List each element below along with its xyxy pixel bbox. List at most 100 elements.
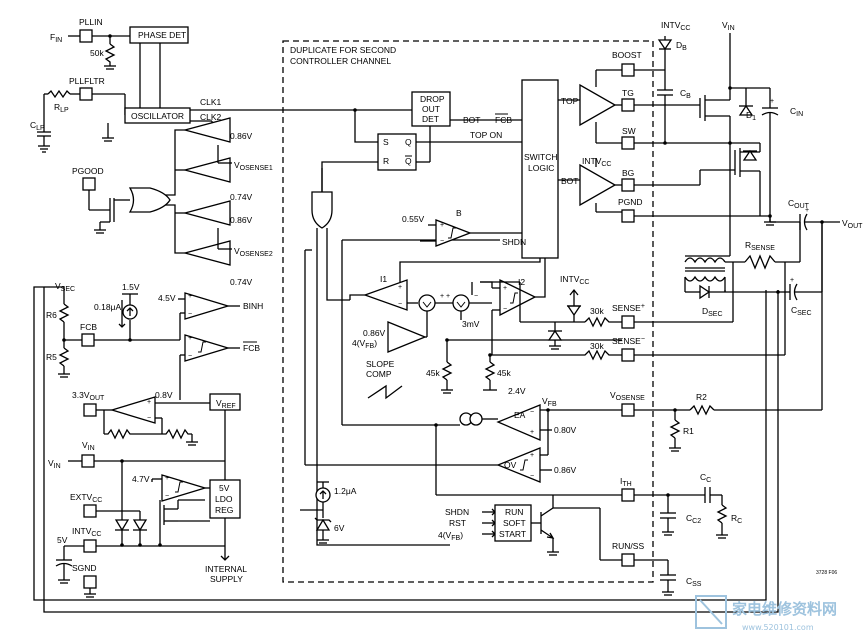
dropout-3: DET [422, 114, 439, 124]
svg-text:−: − [440, 238, 444, 245]
tg-label: TG [622, 88, 634, 98]
intvcc-top-label: INTVCC [661, 20, 691, 32]
v33out-label: 3.3VOUT [72, 390, 105, 402]
bg-label: BG [622, 168, 634, 178]
r50k-label: 50k [90, 48, 104, 58]
3mv-label: 3mV [462, 319, 480, 329]
vsec-label: VSEC [55, 281, 75, 293]
i018-label: 0.18μA [94, 302, 121, 312]
r45k-a-label: 45k [426, 368, 440, 378]
svg-text:−: − [188, 311, 192, 318]
sense-m-label: SENSE− [612, 336, 645, 346]
cmp-086-b [182, 200, 231, 226]
extvcc-pin [83, 504, 97, 518]
cc-label: CC [700, 472, 711, 484]
clk1-label: CLK1 [200, 97, 222, 107]
clp-label: CLP [30, 120, 45, 132]
pgood-pin [82, 177, 96, 191]
svg-text:−: − [503, 306, 507, 313]
right-pins: BOOST TG SW BG PGND SENSE+ SENSE− VOSENS… [610, 50, 645, 567]
fin-label: FIN [50, 32, 62, 44]
duplicate-label-line2: CONTROLLER CHANNEL [290, 56, 391, 66]
d1-diode [738, 104, 754, 116]
v24-label: 2.4V [508, 386, 526, 396]
svg-text:−: − [165, 493, 169, 500]
v6-label: 6V [334, 523, 345, 533]
extvcc-label: EXTVCC [70, 492, 102, 504]
rsense-label: RSENSE [745, 240, 775, 252]
vsec-feedback-wire [43, 287, 779, 613]
svg-text:+: + [805, 207, 809, 214]
sum-node-2 [452, 294, 470, 312]
r45k-b [484, 361, 496, 381]
v086b-label: 0.86V [230, 215, 253, 225]
sgnd-label: SGND [72, 563, 97, 573]
vref-ldo-section: 3.3VOUT + − VREF VIN VIN + − 4.7V [43, 286, 779, 613]
r50k-resistor [104, 43, 116, 66]
svg-text:+: + [446, 293, 450, 300]
svg-text:+: + [398, 284, 402, 291]
run-ss-label: RUN/SS [612, 541, 644, 551]
v15-label: 1.5V [122, 282, 140, 292]
binh-comparator [184, 292, 231, 320]
internal-supply-2: SUPPLY [210, 574, 243, 584]
svg-text:+: + [790, 277, 794, 284]
shdn-label: SHDN [502, 237, 526, 247]
vin-right-label: VIN [722, 20, 735, 32]
clk2-label: CLK2 [200, 112, 222, 122]
svg-text:+: + [440, 222, 444, 229]
r5-resistor [58, 347, 70, 367]
vref-label: VREF [216, 398, 236, 410]
dropout-2: OUT [422, 104, 440, 114]
r33-b [162, 428, 192, 440]
pgnd-label: PGND [618, 197, 643, 207]
pllin-pin [79, 29, 93, 43]
svg-text:+: + [165, 475, 169, 482]
vin-pin [81, 454, 95, 468]
controller-core: DROP OUT DET BOT FCB S R Q Q TOP ON SWIT… [311, 69, 622, 546]
ov-comparator [496, 447, 541, 483]
svg-text:−: − [530, 473, 534, 480]
svg-text:−: − [188, 353, 192, 360]
db-diode [657, 39, 673, 51]
v086c-label: 0.86V [363, 328, 386, 338]
boost-pin [621, 63, 635, 77]
rss-1: RUN [505, 507, 523, 517]
v074a-label: 0.74V [230, 192, 253, 202]
v33out-pin [83, 403, 97, 417]
rlp-resistor [47, 89, 71, 99]
cb-label: CB [680, 88, 691, 100]
svg-text:+: + [188, 293, 192, 300]
rsense-resistor [744, 254, 776, 270]
ea-label: EA [514, 410, 526, 420]
slope-comp-1: SLOPE [366, 359, 395, 369]
sr-s: S [383, 137, 389, 147]
part-code: 3728 F06 [816, 570, 837, 576]
fcb-comparator [184, 334, 231, 362]
v086a-label: 0.86V [230, 131, 253, 141]
svg-text:−: − [474, 293, 478, 300]
diode-ext-a [114, 519, 130, 532]
v08-label: 0.8V [155, 390, 173, 400]
d1-label: D1 [746, 110, 756, 122]
watermark-logo-icon [695, 595, 727, 629]
r2-label: R2 [696, 392, 707, 402]
r6-label: R6 [46, 310, 57, 320]
bg-pin [621, 178, 635, 192]
sense-p-label: SENSE+ [612, 303, 645, 313]
pgood-section: 0.86V 0.74V 0.86V 0.74V VOSENSE1 VOSENSE… [72, 117, 273, 287]
top-label: TOP [561, 96, 579, 106]
vosense-label: VOSENSE [610, 390, 645, 402]
ov-label: OV [504, 460, 517, 470]
vin-left-label: VIN [48, 458, 61, 470]
bg-body-diode [742, 149, 758, 161]
vsec-section: VSEC R6 R5 FCB 0.18μA 1.5V + − 4.5V BINH [46, 281, 263, 400]
ldo-label-1: 5V [219, 483, 230, 493]
phase-det-block [129, 26, 189, 44]
r30k-a [584, 316, 622, 328]
i1-label: I1 [380, 274, 387, 284]
r1-label: R1 [683, 426, 694, 436]
shdn2-label: SHDN [445, 507, 469, 517]
rss-3: START [499, 529, 526, 539]
svg-text:−: − [147, 415, 151, 422]
